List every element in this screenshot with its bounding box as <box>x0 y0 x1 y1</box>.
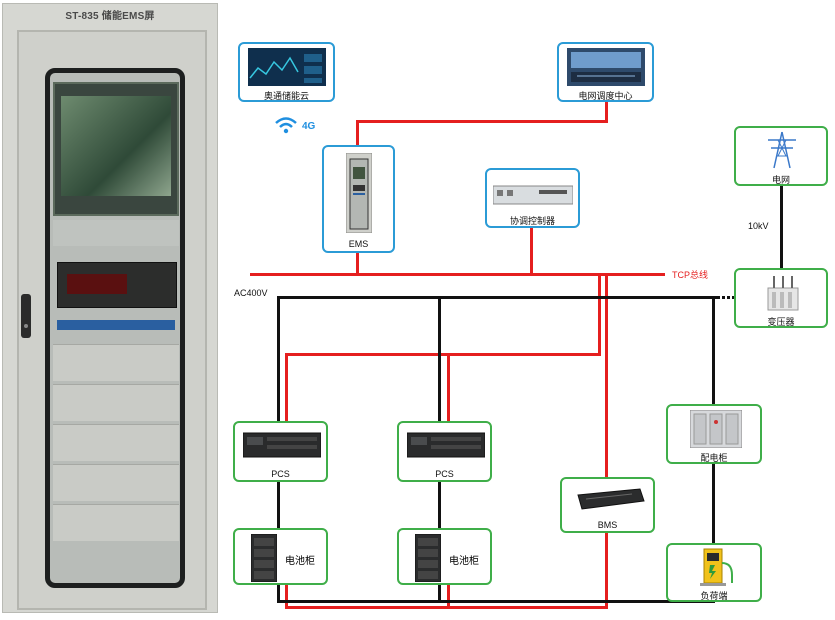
ac400v-bus-line <box>277 296 717 299</box>
bms-node[interactable]: BMS <box>560 477 655 533</box>
cabinet-blank-panel <box>53 424 179 461</box>
voltage-10kv-label: 10kV <box>748 221 769 231</box>
grid-dispatch-label: 电网调度中心 <box>578 91 633 101</box>
power-line-grid-transformer <box>780 185 783 268</box>
ems-label: EMS <box>348 239 369 249</box>
cabinet-handle <box>21 294 31 338</box>
ems-cabinet-icon <box>346 153 372 233</box>
pcs2-label: PCS <box>435 469 454 479</box>
coordinator-label: 协调控制器 <box>509 216 555 226</box>
controller-device-icon <box>493 185 573 205</box>
cabinet-switch <box>57 320 175 330</box>
ac400v-label: AC400V <box>234 288 268 298</box>
battery2-label: 电池柜 <box>449 556 479 567</box>
transmission-tower-icon <box>768 131 796 169</box>
distribution-label: 配电柜 <box>700 453 728 463</box>
comm-line-bms <box>605 273 608 477</box>
cabinet-ipc-panel <box>67 274 127 294</box>
power-line-battery2 <box>438 584 441 602</box>
bms-label: BMS <box>597 520 618 530</box>
transformer-node[interactable]: 变压器 <box>734 268 828 328</box>
cloud-dashboard-icon <box>248 48 326 86</box>
tcp-bus-label: TCP总线 <box>672 270 709 280</box>
comm-line-pcs-bus <box>285 353 601 356</box>
cabinet-screen-reflection <box>61 96 171 196</box>
ems-cabinet-photo: ST-835 储能EMS屏 <box>2 3 218 613</box>
battery1-node[interactable]: 电池柜 <box>233 528 328 585</box>
power-line-pcs2-battery <box>438 482 441 528</box>
pcs1-node[interactable]: PCS <box>233 421 328 482</box>
power-line-battery1 <box>277 584 280 602</box>
battery2-node[interactable]: 电池柜 <box>397 528 492 585</box>
ems-node[interactable]: EMS <box>322 145 395 253</box>
distribution-node[interactable]: 配电柜 <box>666 404 762 464</box>
comm-line-battery-bus <box>285 606 608 609</box>
comm-line-battery2 <box>447 584 450 609</box>
network-4g-label: 4G <box>302 121 316 132</box>
cabinet-strip <box>53 220 179 246</box>
cloud-label: 奥通储能云 <box>263 91 309 101</box>
power-return-bus <box>277 600 714 603</box>
pcs-device-icon <box>407 432 485 458</box>
cabinet-blank-panel <box>53 384 179 421</box>
battery-cabinet-icon <box>251 534 277 582</box>
tcp-bus-line <box>250 273 665 276</box>
cabinet-title: ST-835 储能EMS屏 <box>65 11 155 22</box>
pcs-device-icon <box>243 432 321 458</box>
dispatch-center-icon <box>567 48 645 86</box>
comm-line-bms-down <box>605 533 608 609</box>
cloud-node[interactable]: 奥通储能云 <box>238 42 335 102</box>
comm-line-pcs1 <box>285 353 288 421</box>
comm-line-coordinator <box>530 228 533 275</box>
power-line-distribution <box>712 296 715 404</box>
comm-line-ems-up <box>356 120 359 146</box>
comm-line-pcs2 <box>447 353 450 421</box>
comm-line-ems-down <box>356 252 359 275</box>
comm-line-dispatch <box>356 120 608 123</box>
charging-pile-icon <box>700 548 733 586</box>
battery-cabinet-icon <box>415 534 441 582</box>
battery1-label: 电池柜 <box>285 556 315 567</box>
power-line-load <box>712 464 715 603</box>
bms-device-icon <box>577 488 645 510</box>
coordinator-node[interactable]: 协调控制器 <box>485 168 580 228</box>
load-node[interactable]: 负荷端 <box>666 543 762 602</box>
power-line-pcs1-battery <box>277 482 280 528</box>
cabinet-blank-panel <box>53 344 179 381</box>
transformer-icon <box>767 276 799 311</box>
pcs2-node[interactable]: PCS <box>397 421 492 482</box>
grid-dispatch-node[interactable]: 电网调度中心 <box>557 42 654 102</box>
comm-line-pcs-riser <box>598 273 601 355</box>
ac400v-bus-dashed <box>717 296 735 299</box>
power-grid-label: 电网 <box>771 175 790 185</box>
pcs1-label: PCS <box>271 469 290 479</box>
wifi-icon <box>275 117 297 134</box>
power-line-pcs2 <box>438 296 441 421</box>
power-grid-node[interactable]: 电网 <box>734 126 828 186</box>
transformer-label: 变压器 <box>767 317 795 327</box>
cabinet-blank-panel <box>53 504 179 541</box>
comm-line-dispatch-drop <box>605 100 608 123</box>
comm-line-battery1 <box>285 584 288 609</box>
power-line-pcs1 <box>277 296 280 421</box>
load-label: 负荷端 <box>700 591 728 601</box>
cabinet-lock <box>24 324 28 328</box>
cabinet-blank-panel <box>53 464 179 501</box>
distribution-cabinet-icon <box>690 410 742 448</box>
